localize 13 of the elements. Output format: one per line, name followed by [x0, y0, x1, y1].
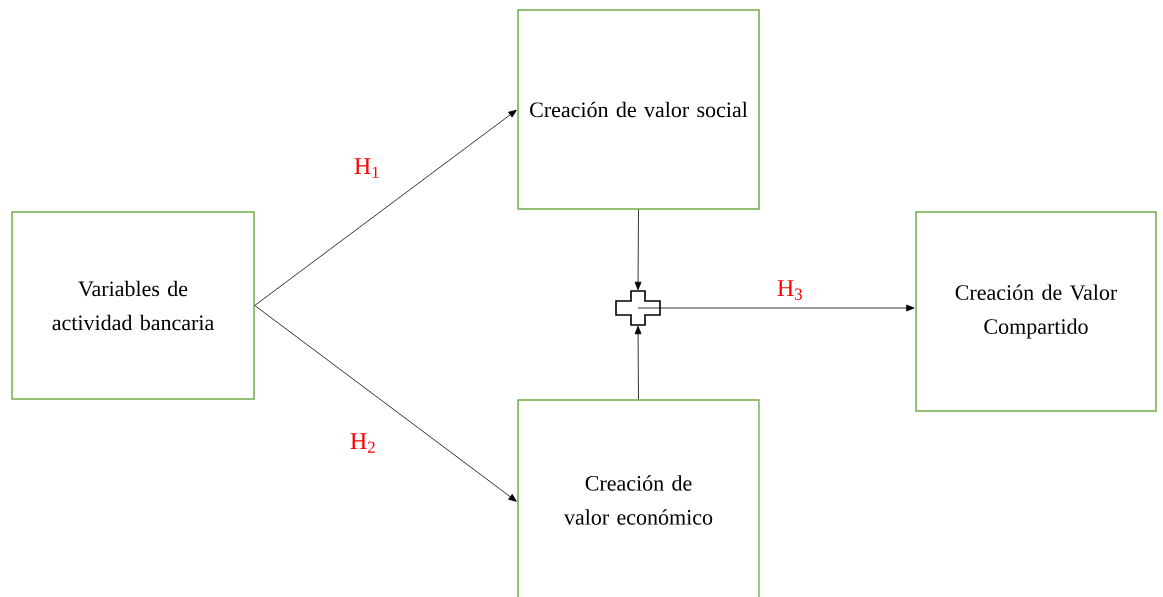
arrow [637, 304, 915, 312]
edge-label: H$_{1}$ [352, 157, 382, 179]
plus-symbol [615, 290, 661, 326]
arrow [254, 305, 517, 502]
edge-label: H$_{3}$ [775, 279, 805, 301]
text-box: Creación de valor social [517, 9, 760, 210]
arrow [634, 209, 642, 291]
edge-label: H$_{2}$ [348, 432, 378, 454]
text-box: Creación de Valor Compartido [915, 211, 1157, 412]
text-box: Creación de valor económico [517, 399, 760, 597]
arrow [254, 109, 517, 306]
text-box: Variables de actividad bancaria [11, 211, 255, 400]
arrow [634, 325, 642, 400]
